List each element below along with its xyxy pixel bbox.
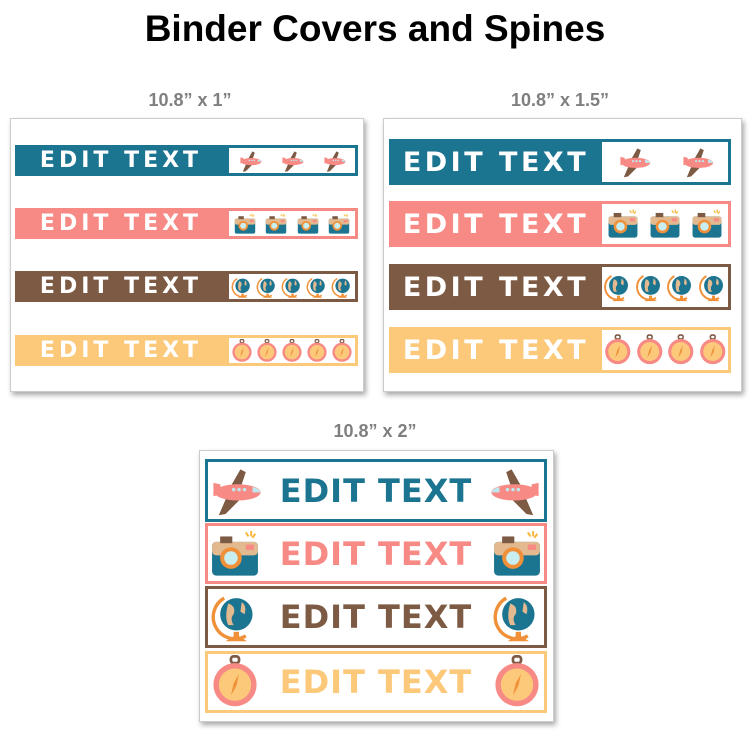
binder-wide-brown[interactable]: EDIT TEXT	[205, 586, 547, 648]
edit-text-label[interactable]: EDIT TEXT	[402, 146, 590, 178]
icon-box	[229, 338, 355, 363]
binder-wide-yellow[interactable]: EDIT TEXT	[205, 651, 547, 713]
binder-wide-teal[interactable]: EDIT TEXT	[205, 459, 547, 522]
globe-icon	[280, 275, 304, 299]
globe-icon	[208, 590, 262, 644]
plane-icon	[322, 149, 346, 173]
globe-icon	[255, 275, 279, 299]
compass-icon	[697, 333, 729, 367]
binder-spine-teal[interactable]: EDIT TEXT	[389, 139, 731, 185]
globe-icon	[330, 275, 354, 299]
compass-icon	[602, 333, 634, 367]
edit-text-label[interactable]: EDIT TEXT	[279, 663, 473, 701]
edit-text-label[interactable]: EDIT TEXT	[39, 211, 203, 236]
page-title: Binder Covers and Spines	[144, 8, 606, 49]
camera-icon	[690, 207, 724, 241]
binder-spine-yellow[interactable]: EDIT TEXT	[15, 335, 358, 366]
binder-spine-brown[interactable]: EDIT TEXT	[389, 264, 731, 310]
compass-icon	[665, 333, 697, 367]
icon-box	[602, 267, 728, 307]
icon-box	[229, 148, 355, 173]
compass-icon	[230, 339, 254, 363]
edit-text-label[interactable]: EDIT TEXT	[402, 334, 590, 366]
icon-box	[602, 204, 728, 244]
camera-icon	[296, 212, 320, 236]
camera-icon	[648, 207, 682, 241]
compass-icon	[305, 339, 329, 363]
binder-template-preview: EDIT TEXT EDIT TEXT EDIT TEXT EDIT TEXT	[10, 118, 364, 392]
plane-icon	[238, 149, 262, 173]
edit-text-label[interactable]: EDIT TEXT	[39, 338, 203, 363]
globe-icon	[230, 275, 254, 299]
size-label: 10.8” x 1.5”	[510, 90, 610, 110]
edit-text-label[interactable]: EDIT TEXT	[279, 598, 473, 636]
compass-icon	[634, 333, 666, 367]
plane-icon	[680, 145, 714, 179]
binder-spine-salmon[interactable]: EDIT TEXT	[15, 208, 358, 239]
globe-icon	[634, 270, 666, 304]
plane-icon	[280, 149, 304, 173]
plane-icon	[208, 464, 262, 518]
compass-icon	[208, 655, 262, 709]
compass-icon	[490, 655, 544, 709]
globe-icon	[305, 275, 329, 299]
globe-icon	[665, 270, 697, 304]
icon-box	[229, 274, 355, 299]
compass-icon	[330, 339, 354, 363]
icon-box	[602, 330, 728, 370]
plane-icon	[490, 464, 544, 518]
edit-text-label[interactable]: EDIT TEXT	[279, 471, 473, 510]
edit-text-label[interactable]: EDIT TEXT	[39, 274, 203, 299]
camera-icon	[490, 527, 544, 581]
camera-icon	[208, 527, 262, 581]
camera-icon	[233, 212, 257, 236]
icon-box	[229, 211, 355, 236]
binder-spine-brown[interactable]: EDIT TEXT	[15, 271, 358, 302]
edit-text-label[interactable]: EDIT TEXT	[39, 148, 203, 173]
edit-text-label[interactable]: EDIT TEXT	[279, 534, 473, 573]
plane-icon	[617, 145, 651, 179]
globe-icon	[697, 270, 729, 304]
edit-text-label[interactable]: EDIT TEXT	[402, 271, 590, 303]
camera-icon	[327, 212, 351, 236]
binder-wide-salmon[interactable]: EDIT TEXT	[205, 523, 547, 584]
compass-icon	[280, 339, 304, 363]
edit-text-label[interactable]: EDIT TEXT	[402, 208, 590, 240]
size-label: 10.8” x 1”	[148, 90, 232, 110]
size-label: 10.8” x 2”	[333, 421, 417, 441]
binder-spine-yellow[interactable]: EDIT TEXT	[389, 327, 731, 373]
binder-spine-salmon[interactable]: EDIT TEXT	[389, 201, 731, 247]
globe-icon	[602, 270, 634, 304]
icon-box	[602, 142, 728, 182]
camera-icon	[264, 212, 288, 236]
camera-icon	[606, 207, 640, 241]
binder-template-preview: EDIT TEXT EDIT TEXT EDIT TEXT EDIT TEXT	[199, 450, 554, 722]
compass-icon	[255, 339, 279, 363]
binder-template-preview: EDIT TEXT EDIT TEXT EDIT TEXT EDIT TEXT	[383, 118, 742, 392]
binder-spine-teal[interactable]: EDIT TEXT	[15, 145, 358, 176]
globe-icon	[490, 590, 544, 644]
